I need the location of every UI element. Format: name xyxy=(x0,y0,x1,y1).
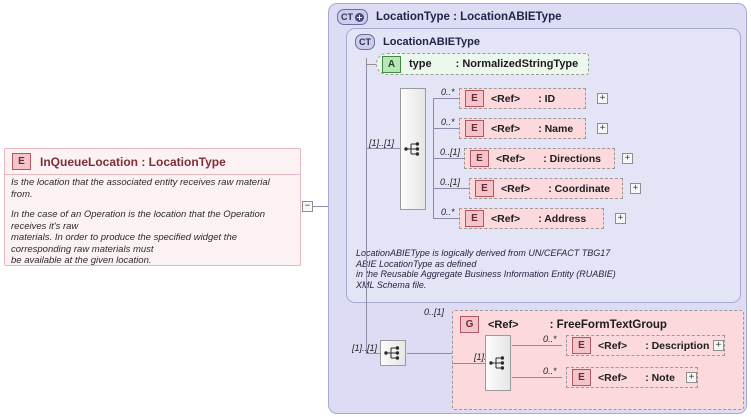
sequence-cardinality: [1]..[1] xyxy=(369,138,395,148)
ct-icon-label: CT xyxy=(341,12,353,22)
element-branch-1 xyxy=(433,98,459,99)
element-box-header: E InQueueLocation : LocationType xyxy=(5,149,300,175)
group-element-cardinality-1: 0..* xyxy=(543,334,557,344)
group-element-name-2: : Note xyxy=(645,371,675,384)
element-ref-5: <Ref> xyxy=(491,212,521,225)
group-branch-1 xyxy=(512,345,562,346)
element-badge-icon-1: E xyxy=(465,90,484,107)
element-branch-2 xyxy=(433,128,459,129)
element-row-id[interactable]: E <Ref> : ID xyxy=(459,88,586,109)
annotation-line-1: LocationABIEType is logically derived fr… xyxy=(356,248,611,269)
complextype-icon: CT + xyxy=(337,9,368,25)
sequence-compositor-main[interactable] xyxy=(400,88,426,210)
attribute-type: : NormalizedStringType xyxy=(455,58,579,70)
ct-icon-label-inner: CT xyxy=(359,37,371,47)
element-branch-4 xyxy=(433,188,469,189)
element-badge-icon-2: E xyxy=(465,120,484,137)
outer-panel-header: CT + LocationType : LocationABIEType xyxy=(337,9,562,25)
group-badge-icon: G xyxy=(460,316,479,333)
attribute-row-type[interactable]: A type : NormalizedStringType xyxy=(376,53,589,75)
expand-button-name[interactable]: + xyxy=(597,123,608,134)
element-cardinality-5: 0..* xyxy=(441,207,455,217)
group-ref: <Ref> xyxy=(488,318,519,331)
element-ref-2: <Ref> xyxy=(491,122,521,135)
element-name-2: : Name xyxy=(538,122,574,135)
doc-paragraph-2: In the case of an Operation is the locat… xyxy=(11,209,266,266)
sequence-compositor-group[interactable] xyxy=(485,335,511,391)
element-documentation: Is the location that the associated enti… xyxy=(11,177,294,267)
sequence-compositor-bottom[interactable] xyxy=(380,340,406,366)
element-row-name[interactable]: E <Ref> : Name xyxy=(459,118,586,139)
group-branch-2 xyxy=(512,377,562,378)
element-row-address[interactable]: E <Ref> : Address xyxy=(459,208,604,229)
doc-paragraph-1: Is the location that the associated enti… xyxy=(11,177,270,200)
group-element-cardinality-2: 0..* xyxy=(543,366,557,376)
element-cardinality-2: 0..* xyxy=(441,117,455,127)
element-cardinality-4: 0..[1] xyxy=(440,177,461,187)
expand-button-note[interactable]: + xyxy=(686,372,697,383)
inner-panel-header: CT LocationABIEType xyxy=(355,34,480,50)
group-cardinality: 0..[1] xyxy=(424,307,445,317)
element-badge-icon-5: E xyxy=(465,210,484,227)
attribute-connector-h xyxy=(366,64,377,65)
element-row-description[interactable]: E <Ref> : Description xyxy=(566,335,725,356)
element-name-4: : Coordinate xyxy=(548,182,611,195)
group-element-badge-icon-2: E xyxy=(572,369,591,386)
annotation-line-2: in the Reusable Aggregate Business Infor… xyxy=(356,269,616,290)
expand-button-directions[interactable]: + xyxy=(622,153,633,164)
bottom-trunk-line xyxy=(366,148,367,354)
expand-button-address[interactable]: + xyxy=(615,213,626,224)
attribute-badge-icon: A xyxy=(382,55,401,73)
group-header: G <Ref> : FreeFormTextGroup xyxy=(460,316,667,333)
group-title: : FreeFormTextGroup xyxy=(549,318,667,331)
expand-button-coordinate[interactable]: + xyxy=(630,183,641,194)
sequence-icon xyxy=(404,142,420,156)
expand-button-id[interactable]: + xyxy=(597,93,608,104)
complextype-icon-inner: CT xyxy=(355,34,375,50)
element-name-3: : Directions xyxy=(543,152,601,165)
element-branch-5 xyxy=(433,218,459,219)
element-box-inqueuelocation[interactable]: E InQueueLocation : LocationType Is the … xyxy=(4,148,301,266)
sequence-icon-bottom xyxy=(384,346,400,360)
collapse-toggle-button[interactable]: − xyxy=(302,201,313,212)
connector-line-left xyxy=(313,206,329,207)
bottom-sequence-cardinality: [1]..[1] xyxy=(352,343,378,353)
element-name-1: : ID xyxy=(538,92,556,105)
sequence-icon-group xyxy=(489,356,505,370)
element-badge-icon: E xyxy=(12,153,31,170)
group-element-badge-icon-1: E xyxy=(572,337,591,354)
group-sequence-entry xyxy=(452,363,485,364)
element-name-5: : Address xyxy=(538,212,587,225)
outer-panel-title: LocationType : LocationABIEType xyxy=(376,11,562,23)
element-row-coordinate[interactable]: E <Ref> : Coordinate xyxy=(469,178,623,199)
group-element-ref-1: <Ref> xyxy=(598,339,628,352)
element-cardinality-3: 0..[1] xyxy=(440,147,461,157)
element-badge-icon-3: E xyxy=(470,150,489,167)
sequence-entry-line xyxy=(366,148,401,149)
group-element-name-1: : Description xyxy=(645,339,710,352)
element-cardinality-1: 0..* xyxy=(441,87,455,97)
element-row-directions[interactable]: E <Ref> : Directions xyxy=(464,148,615,169)
inner-panel-title: LocationABIEType xyxy=(383,36,480,48)
element-ref-1: <Ref> xyxy=(491,92,521,105)
group-entry-line xyxy=(407,353,452,354)
expand-button-description[interactable]: + xyxy=(713,340,724,351)
expand-plus-icon[interactable]: + xyxy=(355,12,364,22)
sequence-trunk-line xyxy=(366,64,367,149)
element-ref-4: <Ref> xyxy=(501,182,531,195)
group-element-ref-2: <Ref> xyxy=(598,371,628,384)
inner-panel-annotation: LocationABIEType is logically derived fr… xyxy=(356,248,632,290)
element-ref-3: <Ref> xyxy=(496,152,526,165)
attribute-name: type xyxy=(409,58,432,70)
bottom-sequence-entry xyxy=(366,353,380,354)
element-branch-3 xyxy=(433,158,464,159)
element-box-title: InQueueLocation : LocationType xyxy=(40,154,226,169)
element-row-note[interactable]: E <Ref> : Note xyxy=(566,367,698,388)
element-badge-icon-4: E xyxy=(475,180,494,197)
